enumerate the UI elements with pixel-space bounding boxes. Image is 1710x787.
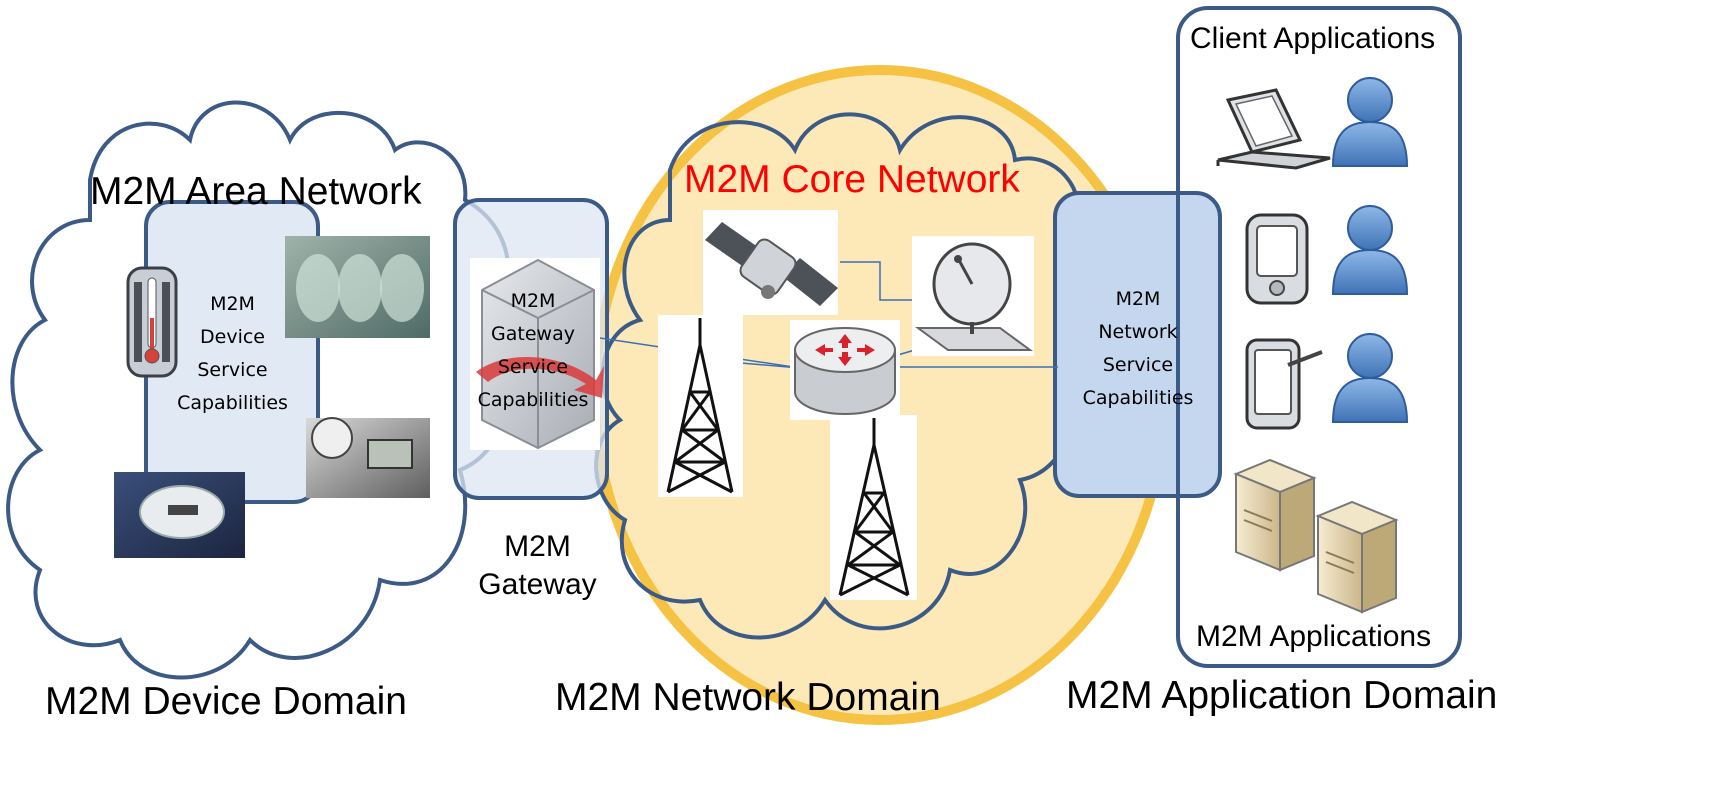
m2m-applications-label: M2M Applications <box>1196 620 1432 653</box>
meter-photo-icon <box>114 472 245 558</box>
core-network-title: M2M Core Network <box>684 158 1020 201</box>
user-icon <box>1331 333 1409 423</box>
gateway-capabilities-label: M2M Gateway Service Capabilities <box>477 290 589 411</box>
network-capabilities-label: M2M Network Service Capabilities <box>1082 288 1194 409</box>
server-icon <box>1233 458 1317 572</box>
router-icon <box>790 320 900 420</box>
meter-photo-icon <box>306 417 430 498</box>
gateway-server-icon <box>470 258 604 450</box>
pda-icon <box>1245 213 1309 305</box>
tablet-icon <box>1245 338 1323 430</box>
device-domain-label: M2M Device Domain <box>45 680 407 723</box>
laptop-icon <box>1216 88 1331 170</box>
meter-photo-icon <box>285 236 430 338</box>
device-capabilities-label: M2M Device Service Capabilities <box>177 293 288 414</box>
radio-tower-icon <box>658 315 743 497</box>
server-icon <box>1315 500 1399 614</box>
area-network-cloud <box>6 100 511 680</box>
satellite-icon <box>703 210 838 315</box>
network-domain-label: M2M Network Domain <box>555 676 941 719</box>
satellite-dish-icon <box>912 236 1034 356</box>
link-satellite-dish <box>840 261 920 301</box>
client-applications-label: Client Applications <box>1190 22 1436 55</box>
thermometer-icon <box>126 266 178 378</box>
user-icon <box>1331 77 1409 167</box>
application-domain-label: M2M Application Domain <box>1066 674 1498 717</box>
area-network-title: M2M Area Network <box>90 170 422 213</box>
application-domain-box <box>1176 6 1462 668</box>
gateway-label: M2M Gateway <box>478 530 597 601</box>
user-icon <box>1331 205 1409 295</box>
radio-tower-icon <box>830 415 917 600</box>
